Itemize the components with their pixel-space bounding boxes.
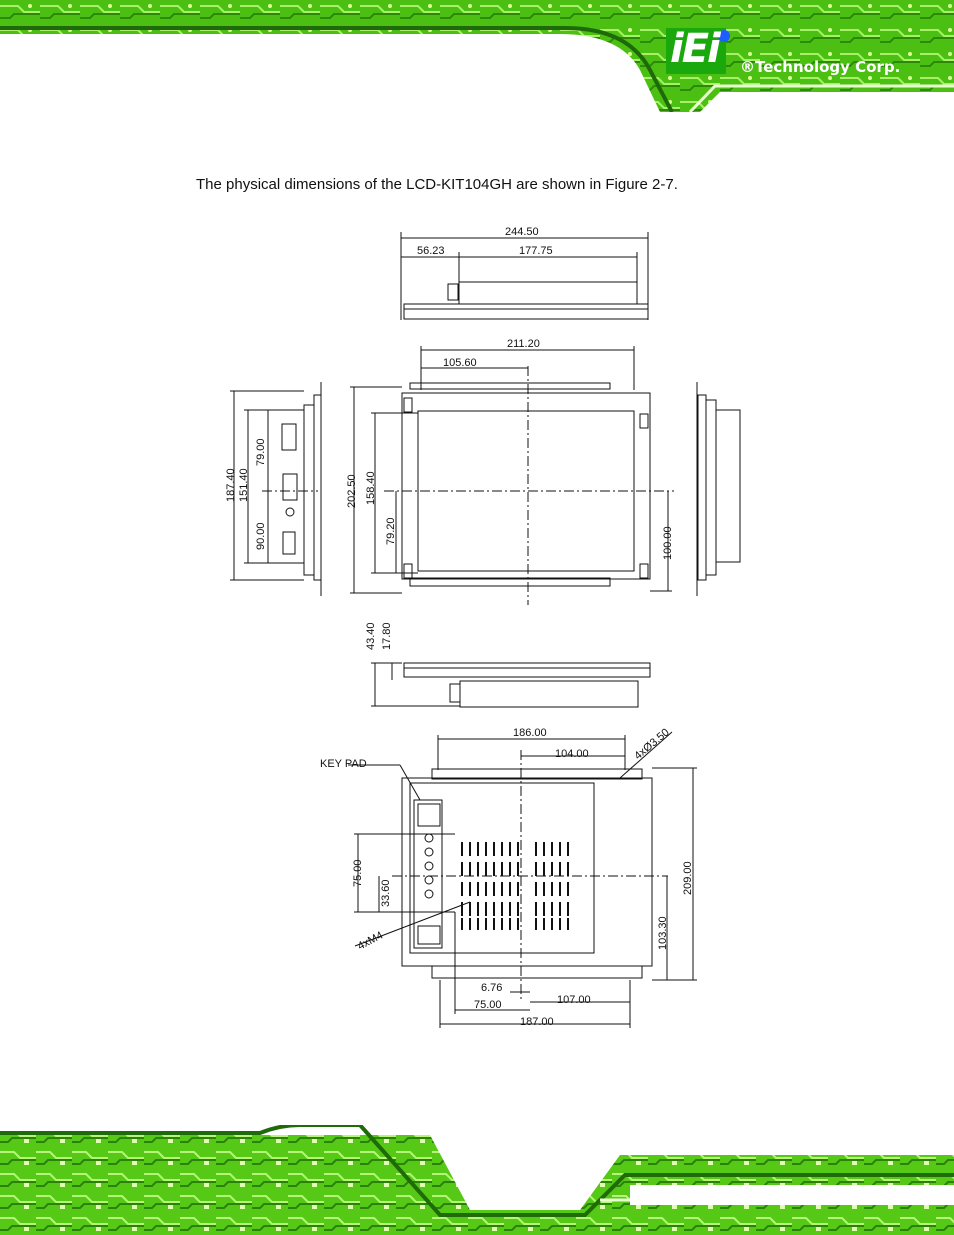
dim-rear-75v: 75.00	[352, 859, 364, 887]
label-keypad: KEY PAD	[320, 758, 367, 770]
dim-rear-hole: 4xØ3.50	[632, 726, 672, 762]
dim-top-right: 177.75	[519, 245, 553, 257]
dim-rear-107: 107.00	[557, 994, 591, 1006]
footer-banner	[0, 1125, 954, 1235]
dim-top-left: 56.23	[417, 245, 445, 257]
dim-bottom-43: 43.40	[365, 622, 377, 650]
header-banner	[0, 0, 954, 112]
dim-front-79: 79.20	[385, 517, 397, 545]
dim-rear-33: 33.60	[380, 879, 392, 907]
dim-rear-75h: 75.00	[474, 999, 502, 1011]
dim-front-100: 100.00	[662, 526, 674, 560]
dim-rear-103: 103.30	[657, 916, 669, 950]
dim-rear-186: 186.00	[513, 727, 547, 739]
dim-side-90: 90.00	[255, 522, 267, 550]
dim-front-half: 105.60	[443, 357, 477, 369]
dim-front-width: 211.20	[507, 338, 540, 350]
dim-rear-104: 104.00	[555, 748, 589, 760]
dim-top-overall: 244.50	[505, 226, 539, 238]
dim-front-height: 202.50	[346, 474, 358, 508]
logo-mark: iEi	[670, 26, 721, 72]
dim-bottom-17: 17.80	[381, 622, 393, 650]
brand-name: ®Technology Corp.	[740, 58, 901, 76]
dim-side-151: 151.40	[238, 468, 250, 502]
dim-rear-209: 209.00	[682, 861, 694, 895]
dim-rear-676: 6.76	[481, 982, 502, 994]
dim-side-187: 187.40	[225, 468, 237, 502]
dim-rear-187: 187.00	[520, 1016, 554, 1028]
dim-side-79: 79.00	[255, 438, 267, 466]
label-m4: 4xM4	[356, 929, 385, 952]
intro-paragraph: The physical dimensions of the LCD-KIT10…	[196, 176, 678, 193]
dim-front-158: 158.40	[365, 471, 377, 505]
